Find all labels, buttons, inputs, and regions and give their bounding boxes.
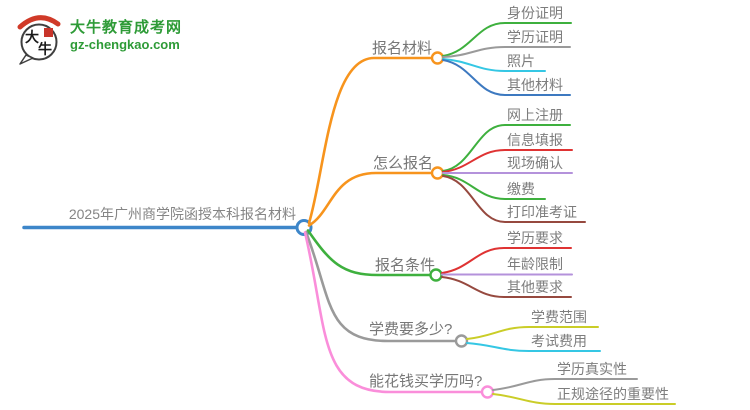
branch-node-circle[interactable] (430, 51, 445, 65)
child-line (442, 46, 571, 58)
branch-line (307, 171, 433, 227)
branch-label-materials[interactable]: 报名材料 (372, 40, 433, 57)
child-label[interactable]: 打印准考证 (507, 204, 577, 220)
branch-label-conditions[interactable]: 报名条件 (375, 257, 436, 274)
site-logo: 大 牛 大牛教育成考网 gz-chengkao.com (15, 13, 182, 65)
logo-bull-icon: 大 牛 (17, 15, 61, 65)
branch-label-buy-diploma[interactable]: 能花钱买学历吗? (369, 373, 483, 390)
branch-node-circle[interactable] (480, 385, 495, 399)
child-line (442, 175, 586, 223)
child-line (442, 149, 573, 173)
child-line (442, 174, 546, 200)
branch-node-circle[interactable] (430, 166, 445, 180)
branch-node-circle[interactable] (454, 334, 469, 348)
child-label[interactable]: 年龄限制 (507, 256, 563, 272)
child-line (442, 22, 572, 57)
child-label[interactable]: 现场确认 (507, 155, 563, 171)
child-line (466, 342, 601, 352)
child-label[interactable]: 学费范围 (531, 309, 587, 325)
child-line (441, 247, 572, 274)
svg-text:牛: 牛 (38, 41, 52, 57)
child-label[interactable]: 缴费 (507, 181, 535, 197)
branch-label-how-to-register[interactable]: 怎么报名 (373, 155, 434, 172)
child-label[interactable]: 身份证明 (507, 5, 563, 21)
child-line (492, 393, 676, 405)
child-label[interactable]: 学历要求 (507, 230, 563, 246)
child-label[interactable]: 其他要求 (507, 279, 563, 295)
child-label[interactable]: 照片 (507, 53, 535, 69)
child-line (442, 124, 571, 172)
child-line (441, 276, 572, 298)
child-line (492, 378, 638, 391)
child-label[interactable]: 正规途径的重要性 (557, 386, 669, 402)
child-line (466, 326, 599, 340)
child-label[interactable]: 网上注册 (507, 107, 563, 123)
child-label[interactable]: 学历真实性 (557, 361, 627, 377)
logo-domain: gz-chengkao.com (70, 37, 180, 52)
child-label[interactable]: 学历证明 (507, 29, 563, 45)
root-topic-label[interactable]: 2025年广州商学院函授本科报名材料 (68, 206, 296, 222)
child-label[interactable]: 考试费用 (531, 333, 587, 349)
child-line (442, 58, 546, 72)
branch-label-tuition[interactable]: 学费要多少? (369, 321, 453, 338)
child-line (442, 59, 571, 96)
child-label[interactable]: 信息填报 (507, 132, 563, 148)
branch-line (303, 231, 483, 394)
svg-text:大: 大 (25, 29, 39, 45)
branch-line (304, 230, 457, 343)
child-label[interactable]: 其他材料 (507, 77, 563, 93)
logo-title: 大牛教育成考网 (70, 19, 183, 36)
branch-line (306, 229, 432, 277)
branch-line (307, 56, 433, 225)
